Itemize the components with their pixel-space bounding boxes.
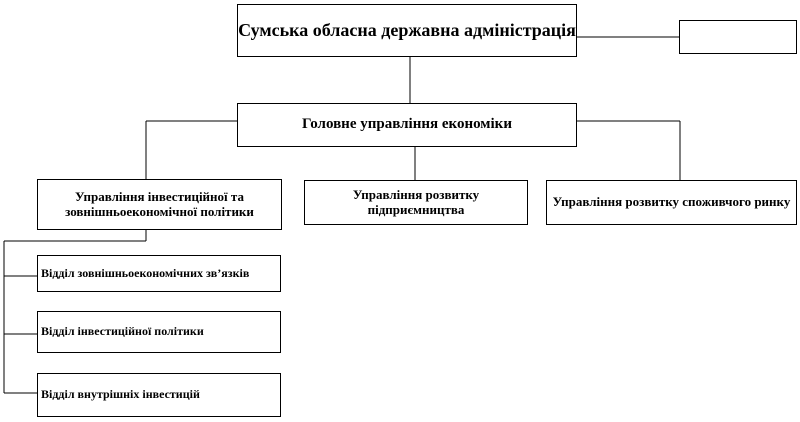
node-investment-policy-label: Відділ інвестиційної політики [41, 324, 204, 339]
node-regional-administration: Сумська обласна державна адміністрація [237, 4, 577, 57]
node-business-development: Управління розвитку підприємництва [304, 180, 528, 225]
node-internal-investments: Відділ внутрішніх інвестицій [37, 373, 281, 417]
node-consumer-market: Управління розвитку споживчого ринку [546, 180, 797, 225]
node-internal-investments-label: Відділ внутрішніх інвестицій [41, 387, 200, 402]
node-economy-department-label: Головне управління економіки [302, 116, 512, 133]
node-external-relations: Відділ зовнішньоекономічних зв’язків [37, 255, 281, 292]
node-regional-administration-label: Сумська обласна державна адміністрація [238, 20, 576, 41]
node-investment-foreign-policy: Управління інвестиційної та зовнішньоеко… [37, 179, 282, 230]
node-side-empty [679, 20, 797, 54]
node-investment-foreign-policy-label: Управління інвестиційної та зовнішньоеко… [65, 188, 254, 219]
node-business-development-label: Управління розвитку підприємництва [352, 186, 480, 217]
node-external-relations-label: Відділ зовнішньоекономічних зв’язків [41, 265, 250, 280]
node-consumer-market-label: Управління розвитку споживчого ринку [552, 194, 791, 210]
node-economy-department: Головне управління економіки [237, 103, 577, 147]
node-investment-policy: Відділ інвестиційної політики [37, 311, 281, 353]
